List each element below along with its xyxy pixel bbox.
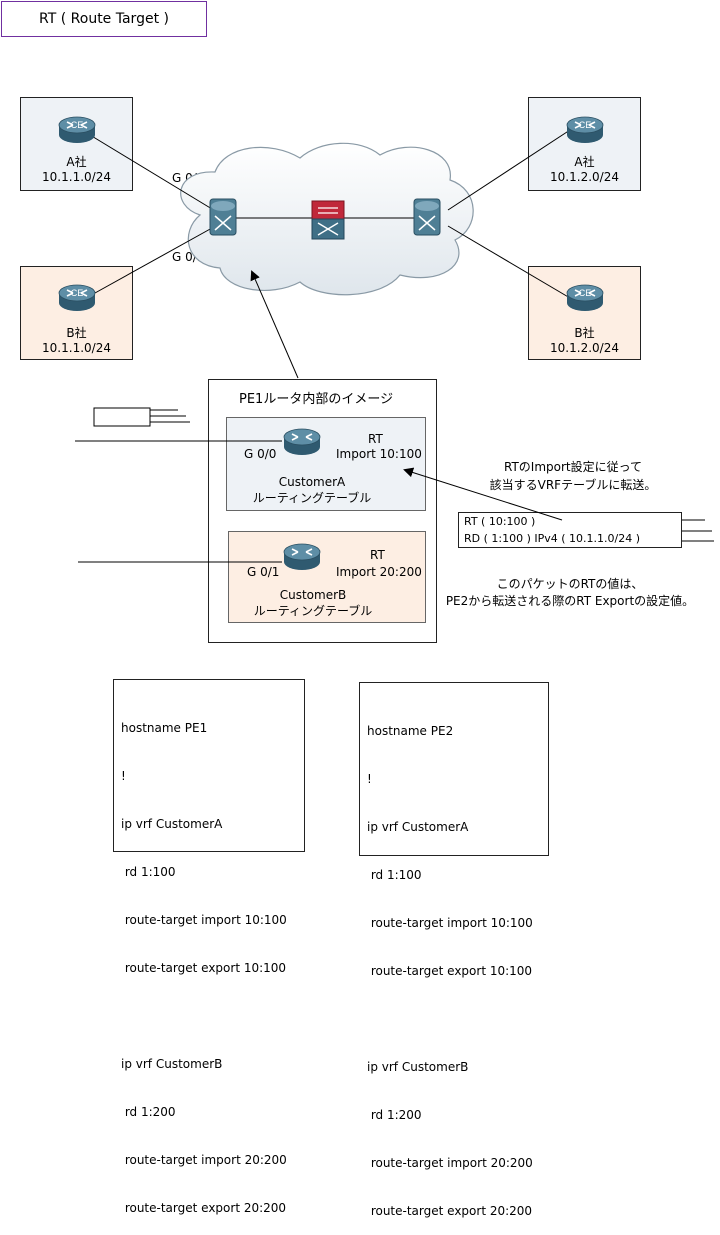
config-line xyxy=(121,1008,304,1024)
config-pe1: hostname PE1 ! ip vrf CustomerA rd 1:100… xyxy=(113,679,305,1215)
site-network: 10.1.2.0/24 xyxy=(550,341,619,355)
pe1-role: LER xyxy=(215,243,238,257)
vrf-a-rt-label: RT xyxy=(368,432,383,446)
config-line: route-target import 20:200 xyxy=(367,1156,533,1170)
vrf-a-interface: G 0/0 xyxy=(244,447,277,461)
config-line: route-target export 10:100 xyxy=(367,964,533,978)
site-company: A社 xyxy=(574,155,595,169)
vrf-b-table: ルーティングテーブル xyxy=(253,604,373,618)
config-line: ip vrf CustomerB xyxy=(367,1060,469,1074)
config-line: route-target import 10:100 xyxy=(121,913,287,927)
site-company: B社 xyxy=(66,326,87,340)
site-box-b-right: B社 10.1.2.0/24 xyxy=(528,266,641,360)
config-line: route-target export 20:200 xyxy=(367,1204,533,1218)
vrf-customer-a: G 0/0 RT Import 10:100 CustomerA ルーティングテ… xyxy=(226,417,426,511)
import-note-line-2: 該当するVRFテーブルに転送。 xyxy=(489,478,657,492)
config-line: rd 1:100 xyxy=(367,868,422,882)
config-line: hostname PE1 xyxy=(121,721,208,735)
config-line: hostname PE2 xyxy=(367,724,454,738)
site-company: B社 xyxy=(574,326,595,340)
config-line: ip vrf CustomerB xyxy=(121,1057,223,1071)
pe1-router-icon xyxy=(209,198,237,236)
vrf-a-rt-value: Import 10:100 xyxy=(336,447,422,461)
mpls-cloud xyxy=(180,142,474,296)
vrf-customer-b: G 0/1 RT Import 20:200 CustomerB ルーティングテ… xyxy=(228,531,426,623)
p-switch-icon xyxy=(311,200,345,240)
vrf-a-name: CustomerA xyxy=(278,475,346,489)
vrf-b-rt-label: RT xyxy=(370,548,385,562)
config-line: rd 1:200 xyxy=(367,1108,422,1122)
import-note-line-1: RTのImport設定に従って xyxy=(503,460,643,474)
site-box-a-left: A社 10.1.1.0/24 xyxy=(20,97,133,191)
config-line: ip vrf CustomerA xyxy=(367,820,469,834)
site-network: 10.1.1.0/24 xyxy=(42,341,111,355)
packet-stub-left xyxy=(93,407,190,427)
config-line: route-target export 10:100 xyxy=(121,961,287,975)
site-network: 10.1.1.0/24 xyxy=(42,170,111,184)
pe2-name: PE2 xyxy=(417,182,440,196)
packet-rd-ipv4: RD ( 1:100 ) IPv4 ( 10.1.1.0/24 ) xyxy=(464,532,641,545)
packet-rt: RT ( 10:100 ) xyxy=(464,515,536,528)
p-name: P xyxy=(320,182,328,196)
vrf-b-interface: G 0/1 xyxy=(247,565,280,579)
vrf-b-name: CustomerB xyxy=(279,588,347,602)
config-line: route-target import 10:100 xyxy=(367,916,533,930)
vrf-b-rt-value: Import 20:200 xyxy=(336,565,422,579)
packet-trail-lines xyxy=(682,519,714,542)
export-note-line-2: PE2から転送される際のRT Exportの設定値。 xyxy=(445,594,695,608)
config-pe2: hostname PE2 ! ip vrf CustomerA rd 1:100… xyxy=(359,682,549,1218)
export-note-line-1: このパケットのRTの値は、 xyxy=(496,577,644,591)
pe1-internal-frame: PE1ルータ内部のイメージ G 0/0 RT Import 10:100 Cus… xyxy=(208,379,437,643)
packet-box: RT ( 10:100 ) RD ( 1:100 ) IPv4 ( 10.1.1… xyxy=(458,512,682,548)
config-line: ! xyxy=(367,772,372,786)
interface-g00-label: G 0/0 xyxy=(172,171,205,185)
pe2-role: LER xyxy=(418,243,441,257)
site-network: 10.1.2.0/24 xyxy=(550,170,619,184)
zoom-arrow xyxy=(250,270,299,379)
config-line: route-target export 20:200 xyxy=(121,1201,287,1215)
p-role: LSR xyxy=(314,243,337,257)
page-title: RT ( Route Target ) xyxy=(1,1,207,37)
config-line: ! xyxy=(121,769,126,783)
pe1-name: PE1 xyxy=(216,182,239,196)
config-line xyxy=(367,1011,548,1027)
config-line: rd 1:200 xyxy=(121,1105,176,1119)
config-line: ip vrf CustomerA xyxy=(121,817,223,831)
site-company: A社 xyxy=(66,155,87,169)
pe2-router-icon xyxy=(413,198,441,236)
site-box-b-left: B社 10.1.1.0/24 xyxy=(20,266,133,360)
interface-g01-label: G 0/1 xyxy=(172,250,205,264)
config-line: route-target import 20:200 xyxy=(121,1153,287,1167)
pe1-internal-title: PE1ルータ内部のイメージ xyxy=(239,392,394,407)
site-box-a-right: A社 10.1.2.0/24 xyxy=(528,97,641,191)
vrf-a-table: ルーティングテーブル xyxy=(252,491,372,505)
config-line: rd 1:100 xyxy=(121,865,176,879)
